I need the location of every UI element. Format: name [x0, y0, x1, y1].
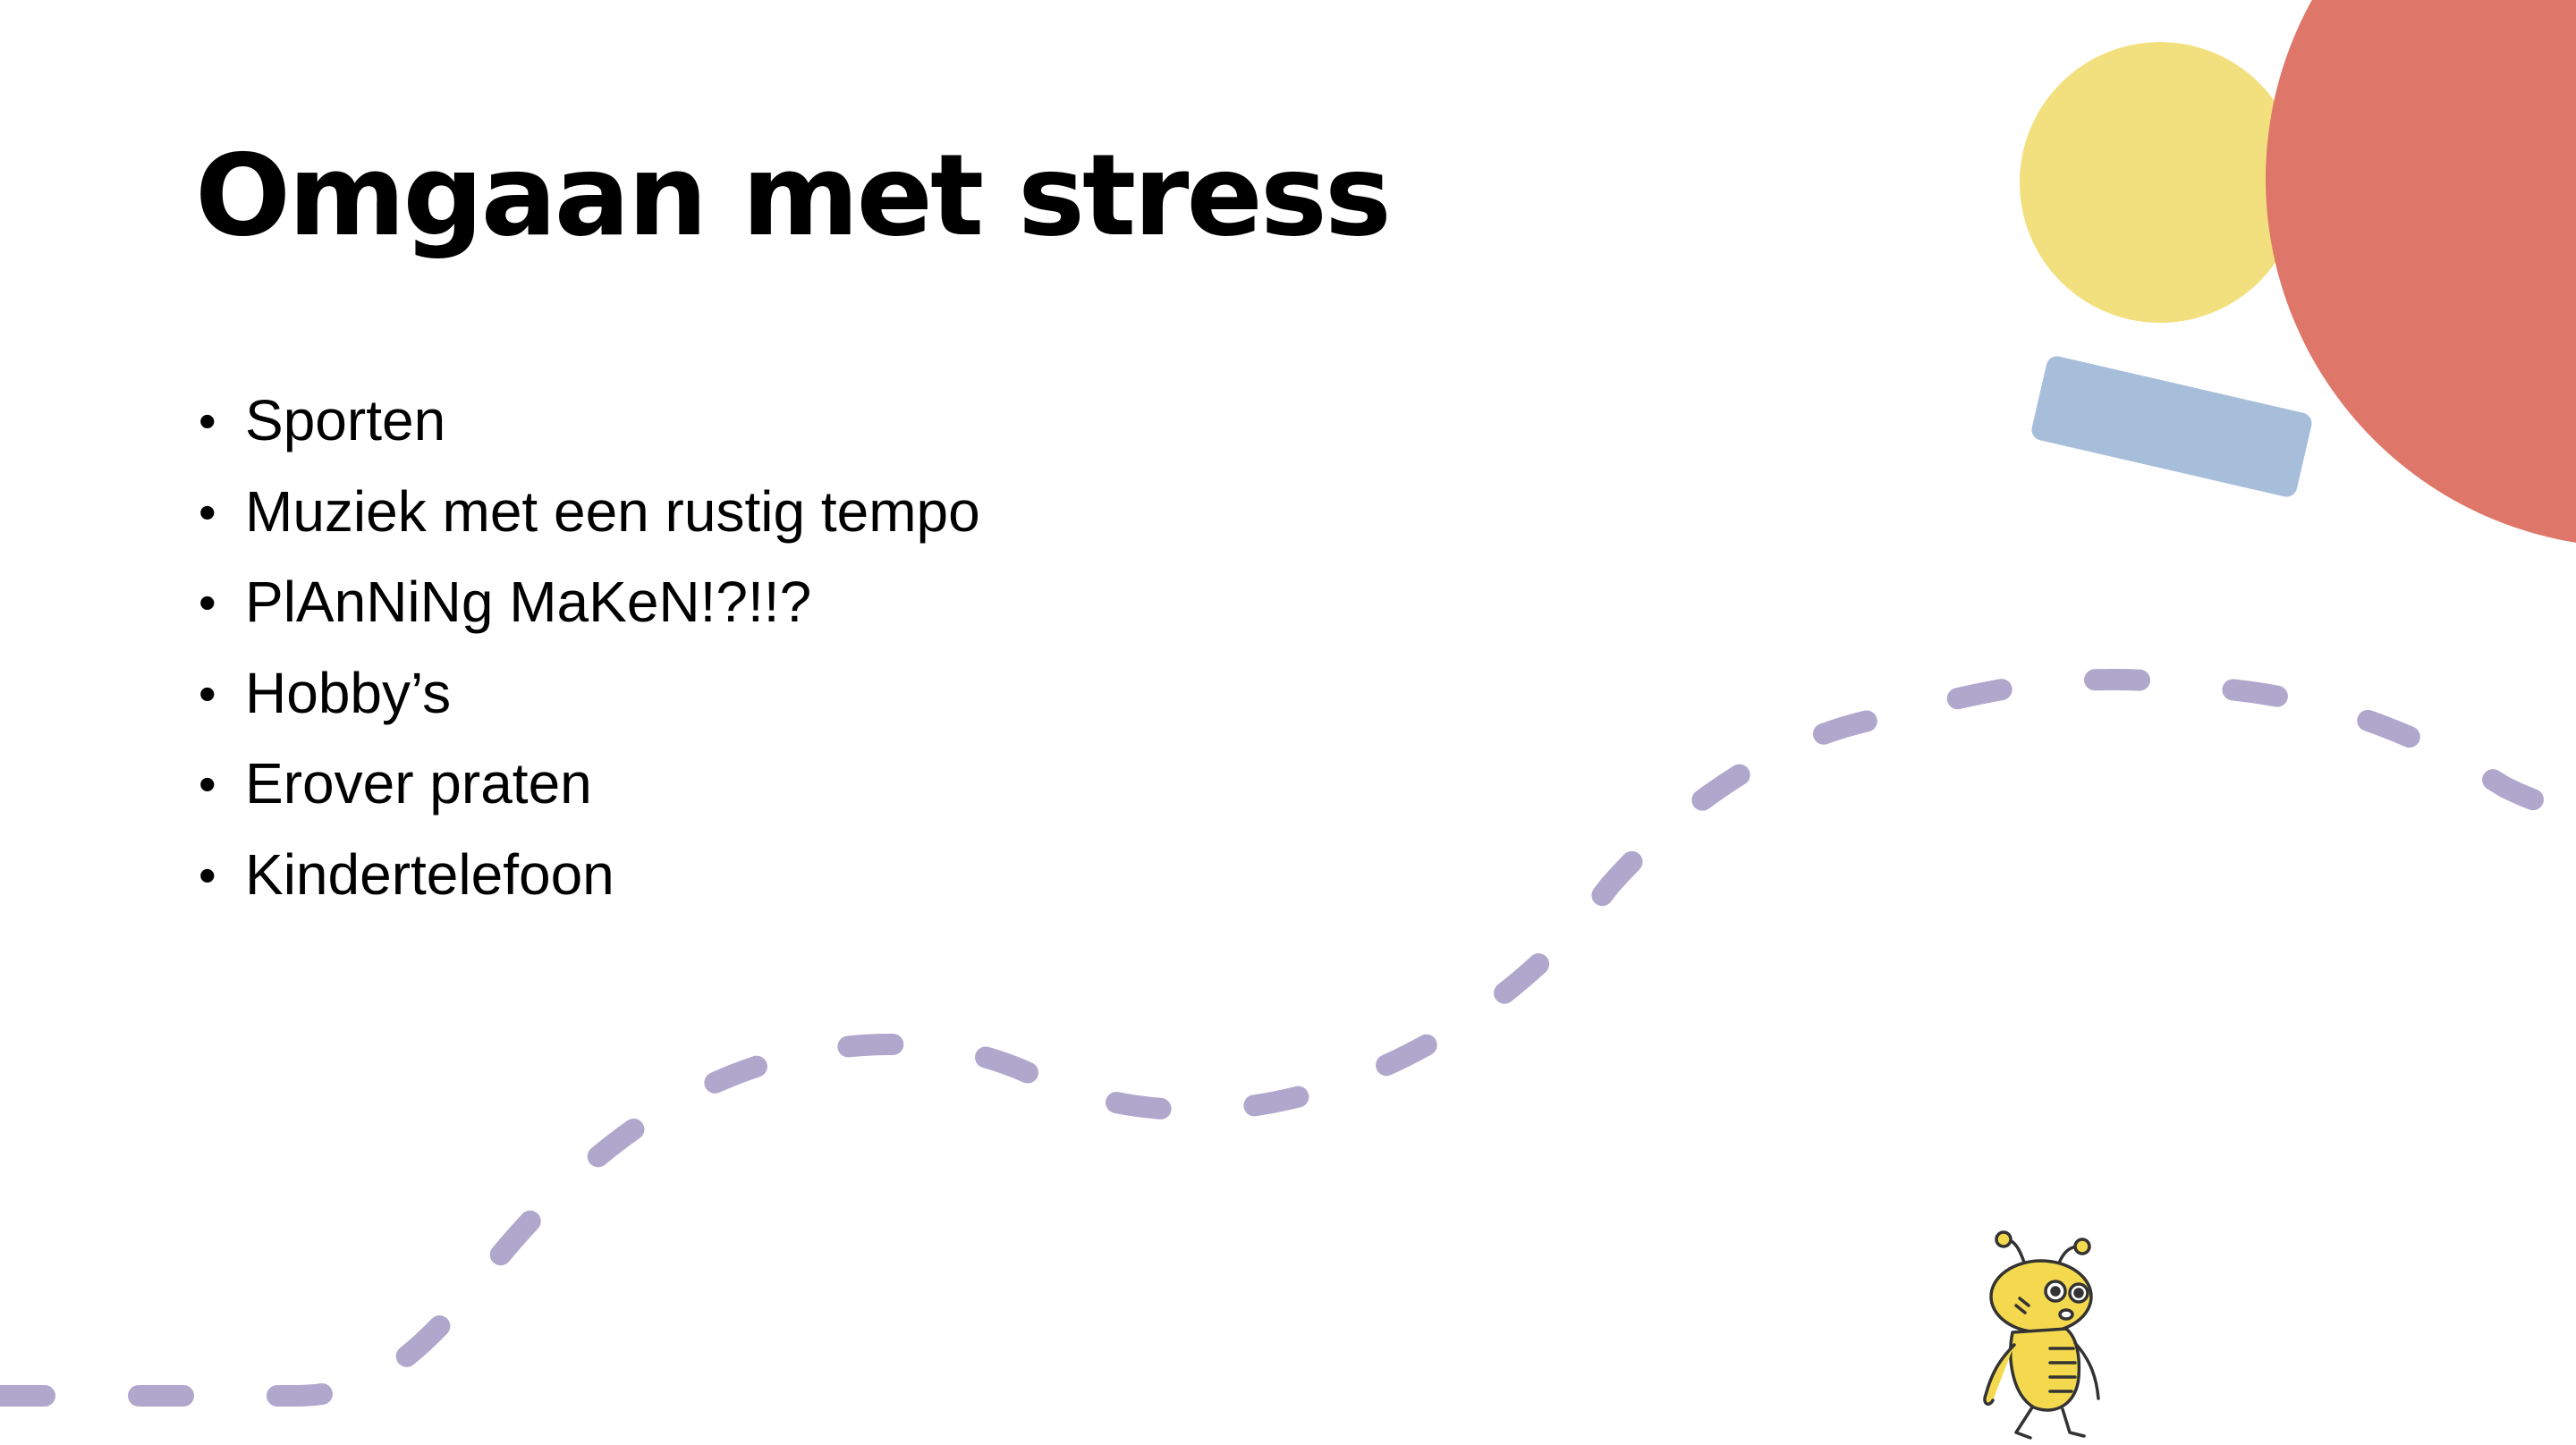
dashed-path-line	[0, 669, 2576, 1407]
alien-character-icon	[1983, 1230, 2100, 1440]
list-item-label: Hobby’s	[245, 660, 452, 725]
red-circle-shape	[2266, 0, 2576, 543]
blue-bar-shape	[2031, 356, 2312, 497]
list-item-label: Kindertelefoon	[245, 841, 614, 907]
slide-title: Omgaan met stress	[195, 130, 1392, 261]
bullet-icon: •	[199, 393, 216, 449]
list-item-label: PlAnNiNg MaKeN!?!!?	[245, 570, 812, 634]
bullet-icon: •	[199, 756, 216, 812]
list-item: • Hobby’s	[195, 648, 980, 739]
list-item: • Kindertelefoon	[195, 830, 980, 921]
list-item: • Erover praten	[195, 739, 980, 830]
bullet-icon: •	[199, 574, 216, 630]
list-item: • PlAnNiNg MaKeN!?!!?	[195, 557, 980, 648]
list-item: • Sporten	[195, 376, 980, 467]
yellow-circle-shape	[2020, 42, 2301, 323]
bullet-icon: •	[199, 846, 216, 903]
bullet-list: • Sporten • Muziek met een rustig tempo …	[195, 376, 980, 920]
bullet-icon: •	[199, 483, 216, 540]
bullet-icon: •	[199, 664, 216, 722]
list-item-label: Sporten	[245, 388, 446, 452]
list-item: • Muziek met een rustig tempo	[195, 467, 980, 558]
list-item-label: Muziek met een rustig tempo	[245, 478, 980, 544]
list-item-label: Erover praten	[245, 751, 592, 815]
